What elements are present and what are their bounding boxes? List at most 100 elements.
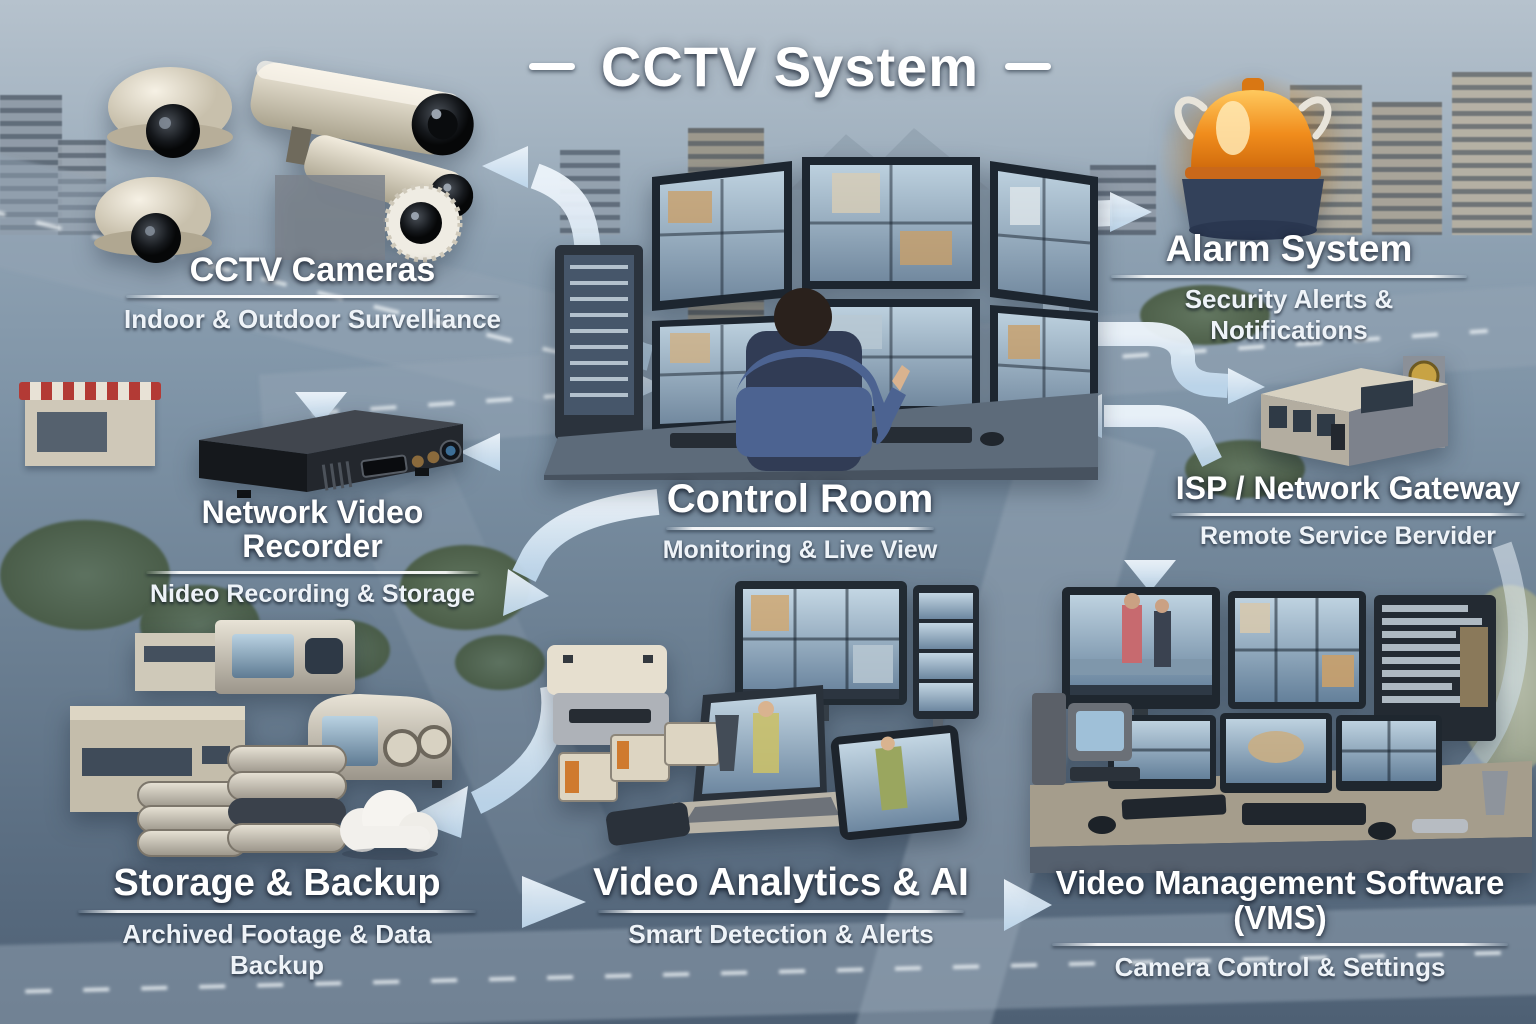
page-title: CCTV System [600,35,980,98]
node-subtitle: Archived Footage & Data Backup [122,919,432,981]
vms-lower-monitor [1336,715,1442,791]
node-network-video-recorder: Network Video Recorder Nideo Recording &… [140,494,485,609]
node-title: Alarm System [1165,228,1413,269]
node-subtitle: Remote Service Bervider [1200,521,1496,550]
divider [78,910,476,914]
gateway-building-icon [1261,356,1448,466]
arrowhead [1124,560,1176,592]
divider [1171,512,1525,516]
isp-building-scene [1261,356,1448,466]
ring-camera-icon [383,183,463,263]
printer-icon [547,645,669,745]
node-subtitle: Camera Control & Settings [1114,951,1446,982]
archive-device-icon [215,620,355,694]
divider [146,570,479,574]
arrowhead [522,876,586,928]
shop-window [37,412,107,452]
mouse [980,432,1004,446]
operator [736,288,910,471]
divider [598,910,964,914]
arrowhead [503,569,549,616]
arrowhead [482,146,528,188]
node-subtitle: Smart Detection & Alerts [628,919,934,950]
divider [126,295,499,299]
retro-computer [1032,693,1140,785]
keyboard [1121,794,1227,820]
recorder-box-icon [199,410,463,498]
cloud-icon [340,790,438,860]
node-title: Video Analytics & AI [593,861,969,904]
cctv-cameras-scene [94,60,474,263]
camera-mount [275,175,385,260]
siren-icon [1174,78,1332,240]
arrow-isp-to-control [1104,405,1222,467]
alarm-siren-scene [1158,72,1348,242]
cup-icon [1482,771,1508,815]
server-rack [555,245,643,440]
node-title: Network Video Recorder [201,494,424,564]
divider [666,527,934,531]
arrowhead [1004,879,1052,931]
node-subtitle: Security Alerts & Notifications [1184,284,1394,346]
keyboard [872,427,972,443]
shop-awning [19,382,161,400]
arrow-nvr-to-storage [512,489,660,582]
vms-grid-monitor [1228,591,1366,709]
crate-label [565,761,579,793]
nvr-scene [199,410,463,498]
control-desk-front [544,467,1098,480]
tablet-icon [830,725,968,840]
arrow-control-to-isp [1068,322,1229,398]
node-title: CCTV Cameras [189,251,436,289]
node-subtitle: Monitoring & Live View [662,536,938,565]
keyboard [1242,803,1366,825]
node-vms: Video Management Software (VMS) Camera C… [1046,864,1514,983]
node-title: ISP / Network Gateway [1175,470,1521,506]
vms-scene [1030,587,1532,873]
tree-cluster [0,520,170,630]
node-title: Control Room [666,477,934,521]
crate-label [617,741,629,769]
mouse [1368,822,1396,840]
city-building [1372,102,1442,235]
shop-building [19,382,161,466]
remote-control [1412,819,1468,833]
node-title: Video Management Software (VMS) [1055,864,1505,936]
divider [1111,275,1467,279]
title-dash-left [528,63,575,70]
vms-lower-monitor [1220,713,1332,793]
arrowhead [460,433,500,471]
control-room-scene [544,157,1098,480]
node-title: Storage & Backup [113,862,441,904]
vms-playback-monitor [1062,587,1220,723]
node-cctv-cameras: CCTV Cameras Indoor & Outdoor Survellian… [120,252,505,335]
arrowhead [408,786,468,838]
title-dash-right [1005,63,1052,70]
mouse [1088,816,1116,834]
vms-desk-front [1030,837,1532,873]
cup-icon [715,715,739,771]
node-storage-backup: Storage & Backup Archived Footage & Data… [72,863,482,981]
laptop-icon [657,685,865,835]
arrowhead [1228,368,1265,404]
arrow-curve-to-cloud [470,684,566,814]
arrowhead [295,392,347,424]
disk-stack-icon [227,745,347,853]
phone-icon [606,802,690,846]
node-video-analytics-ai: Video Analytics & AI Smart Detection & A… [592,862,970,950]
dome-camera-icon [107,67,233,158]
node-subtitle: Nideo Recording & Storage [149,579,476,608]
video-analytics-scene [547,581,979,846]
node-subtitle: Indoor & Outdoor Survelliance [123,304,502,335]
bullet-camera-icon [250,60,474,166]
dome-camera-icon [94,177,212,263]
tree-cluster [455,635,545,690]
diagram-title: CCTV System [60,34,1520,99]
node-control-room: Control Room Monitoring & Live View [660,478,940,565]
node-alarm-system: Alarm System Security Alerts & Notificat… [1105,229,1473,346]
storage-backup-scene [70,620,452,860]
node-isp-network-gateway: ISP / Network Gateway Remote Service Ber… [1165,470,1531,551]
divider [1052,942,1508,946]
city-building [1452,72,1532,235]
